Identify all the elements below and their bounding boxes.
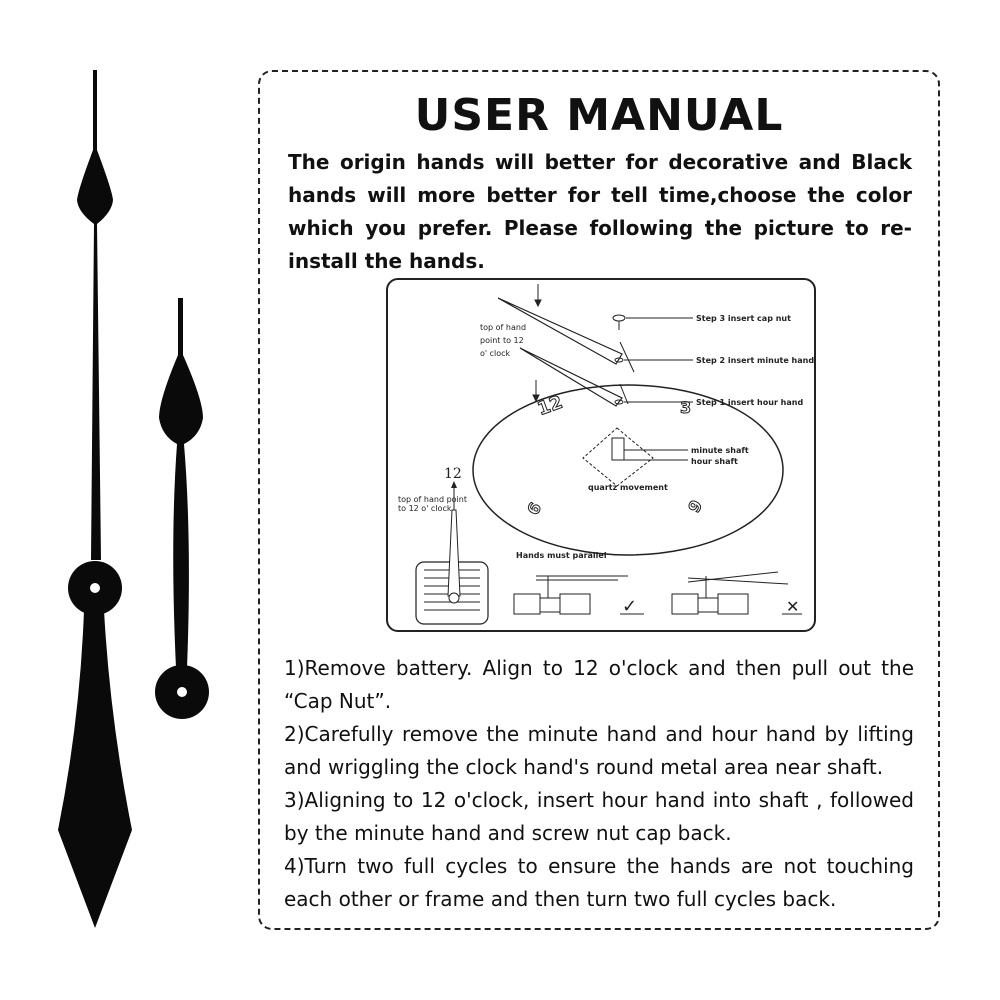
- dial-number-9: 9: [684, 497, 706, 516]
- down-arrow-icon: [532, 284, 542, 403]
- step-2-text: 2)Carefully remove the minute hand and h…: [284, 722, 914, 779]
- hour-hand-hole: [177, 687, 187, 697]
- step-1-text: 1)Remove battery. Align to 12 o'clock an…: [284, 656, 914, 713]
- user-manual-panel: USER MANUAL The origin hands will better…: [258, 70, 940, 930]
- minute-hand: [58, 70, 132, 928]
- instruction-steps: 1)Remove battery. Align to 12 o'clock an…: [284, 652, 914, 916]
- minute-shaft-label: minute shaft: [691, 446, 749, 455]
- dial-number-3: 3: [680, 398, 691, 417]
- top-of-hand-label-line2: point to 12: [480, 336, 524, 345]
- dial-number-12: 12: [535, 392, 566, 420]
- incorrect-install-icon: [671, 571, 789, 615]
- diagram-hour-hand: [519, 347, 623, 407]
- correct-install-icon: [513, 575, 628, 615]
- top-of-hand-label-line1: top of hand: [480, 323, 526, 332]
- quartz-movement-icon: [582, 427, 654, 487]
- installation-diagram: 12 3 6 9 Step 3 insert cap n: [386, 278, 816, 632]
- small-top-of-hand-line1: top of hand point: [398, 495, 467, 504]
- top-of-hand-label-line3: o' clock: [480, 349, 511, 358]
- step2-label: Step 2 insert minute hand: [696, 356, 814, 365]
- diagram-minute-hand: [497, 297, 623, 365]
- hour-shaft-label: hour shaft: [691, 457, 738, 466]
- manual-title: USER MANUAL: [414, 90, 784, 141]
- minute-hand-hole: [90, 583, 100, 593]
- cross-icon: ✕: [786, 597, 799, 616]
- manual-intro: The origin hands will better for decorat…: [288, 150, 912, 273]
- step-4-text: 4)Turn two full cycles to ensure the han…: [284, 854, 914, 911]
- quartz-movement-label: quartz movement: [588, 483, 668, 492]
- step1-label: Step 1 insert hour hand: [696, 398, 803, 407]
- cap-nut-icon: [612, 314, 626, 322]
- dial-number-6: 6: [523, 499, 545, 518]
- twelve-label: 12: [444, 466, 462, 482]
- step3-label: Step 3 insert cap nut: [696, 314, 791, 323]
- hands-must-parallel-label: Hands must parallel: [516, 551, 607, 560]
- clock-dial: [472, 384, 784, 556]
- small-top-of-hand-line2: to 12 o' clock: [398, 504, 452, 513]
- clock-hands-illustration: [58, 70, 209, 928]
- step-3-text: 3)Aligning to 12 o'clock, insert hour ha…: [284, 788, 914, 845]
- hour-hand: [155, 298, 209, 719]
- check-icon: ✓: [622, 596, 637, 617]
